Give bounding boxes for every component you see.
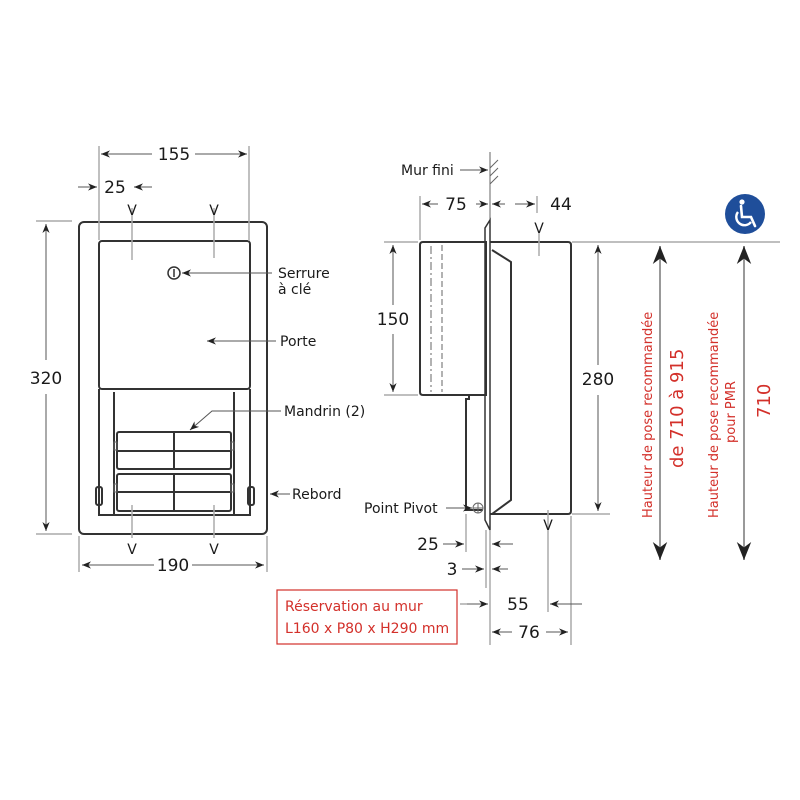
fixing-marker: V bbox=[127, 542, 137, 558]
dim-rear-depth: 75 bbox=[445, 195, 467, 215]
pmr-height-label-2: pour PMR bbox=[724, 381, 739, 443]
label-pivot-point: Point Pivot bbox=[364, 501, 438, 517]
pmr-height-value: 710 bbox=[754, 384, 775, 418]
dim-height: 320 bbox=[30, 369, 62, 389]
label-rim: Rebord bbox=[292, 487, 342, 503]
reservation-line2: L160 x P80 x H290 mm bbox=[285, 621, 449, 637]
label-lock: Serrure bbox=[278, 266, 330, 282]
fixing-marker: V bbox=[209, 203, 219, 219]
fixing-marker: V bbox=[127, 203, 137, 219]
door-panel bbox=[98, 240, 251, 390]
side-view bbox=[384, 152, 780, 645]
dim-pivot-offset: 25 bbox=[417, 535, 439, 555]
pmr-height-label: Hauteur de pose recommandée bbox=[707, 312, 722, 518]
reservation-box bbox=[276, 589, 458, 645]
lock-icon bbox=[167, 266, 181, 280]
dim-offset-left: 25 bbox=[104, 178, 126, 198]
reservation-line1: Réservation au mur bbox=[285, 599, 423, 615]
label-door: Porte bbox=[280, 334, 316, 350]
dim-front-depth-v: 55 bbox=[507, 595, 529, 615]
paper-rolls bbox=[113, 431, 235, 512]
label-mandrel: Mandrin (2) bbox=[284, 404, 365, 420]
dim-front-offset: 44 bbox=[550, 195, 572, 215]
wheelchair-icon bbox=[725, 194, 765, 234]
accessibility-badge bbox=[725, 194, 765, 234]
standard-height-label: Hauteur de pose recommandée bbox=[641, 312, 656, 518]
dim-front-height: 280 bbox=[582, 370, 614, 390]
dim-rear-height: 150 bbox=[377, 310, 409, 330]
dim-front-depth: 76 bbox=[518, 623, 540, 643]
outer-frame bbox=[78, 221, 268, 535]
dim-width-outer: 190 bbox=[157, 556, 189, 576]
fixing-marker: V bbox=[543, 518, 553, 534]
label-lock-2: à clé bbox=[278, 282, 311, 298]
standard-height-value: de 710 à 915 bbox=[667, 349, 688, 468]
dim-flange-thickness: 3 bbox=[447, 560, 458, 580]
lower-housing bbox=[98, 389, 251, 516]
fixing-marker: V bbox=[534, 221, 544, 237]
front-view bbox=[36, 146, 290, 572]
label-finished-wall: Mur fini bbox=[401, 163, 454, 179]
dim-width-inner: 155 bbox=[158, 145, 190, 165]
fixing-marker: V bbox=[209, 542, 219, 558]
